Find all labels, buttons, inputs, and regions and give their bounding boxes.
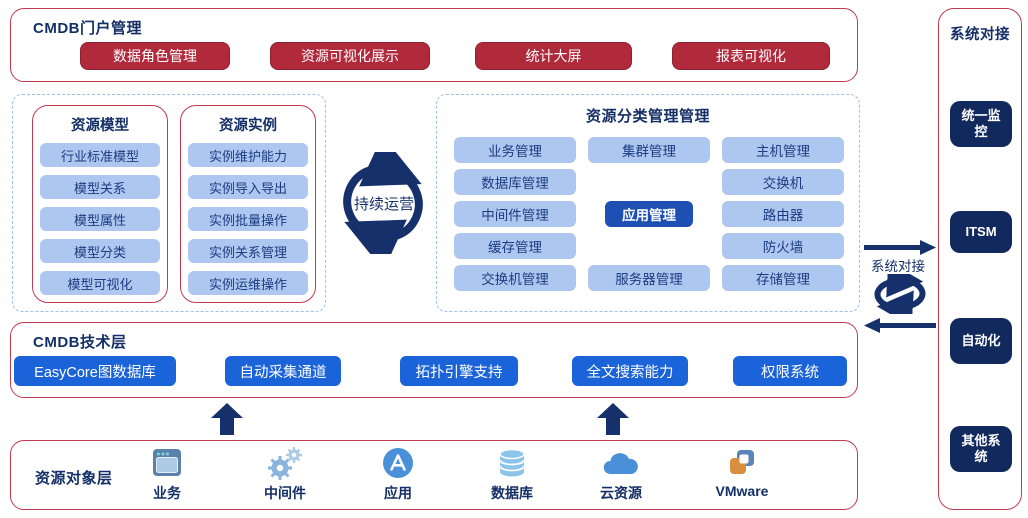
tech-button-fulltext-search: 全文搜索能力 (572, 356, 688, 386)
sidebar-item-itsm: ITSM (950, 211, 1012, 253)
classification-container: 资源分类管理管理 业务管理 数据库管理 中间件管理 缓存管理 交换机管理 集群管… (436, 94, 860, 312)
classification-item: 路由器 (722, 201, 844, 227)
resource-model-title: 资源模型 (71, 118, 129, 134)
classification-item: 业务管理 (454, 137, 576, 163)
tech-button-auto-collect: 自动采集通道 (225, 356, 341, 386)
object-item-application: 应用 (353, 446, 443, 503)
classification-item: 数据库管理 (454, 169, 576, 195)
classification-item-highlighted: 应用管理 (605, 201, 693, 227)
classification-item: 交换机 (722, 169, 844, 195)
classification-column-1: 业务管理 数据库管理 中间件管理 缓存管理 交换机管理 (454, 137, 576, 291)
cycle-arrows-icon (343, 152, 423, 254)
resource-model-item: 模型可视化 (40, 271, 160, 295)
classification-column-3: 主机管理 交换机 路由器 防火墙 存储管理 (722, 137, 844, 291)
object-item-label: 中间件 (264, 485, 306, 501)
resource-model-item: 模型属性 (40, 207, 160, 231)
cycle-label: 持续运营 (354, 196, 415, 213)
cloud-icon (603, 453, 638, 474)
resource-model-box: 资源模型 行业标准模型 模型关系 模型属性 模型分类 模型可视化 (32, 105, 168, 303)
resource-instance-box: 资源实例 实例维护能力 实例导入导出 实例批量操作 实例关系管理 实例运维操作 (180, 105, 316, 303)
arrow-right-icon (864, 240, 936, 255)
arrow-left-icon (864, 318, 936, 333)
sidebar-title: 系统对接 (950, 27, 1010, 43)
resource-model-item: 模型分类 (40, 239, 160, 263)
app-store-icon (383, 448, 413, 478)
system-integration-sidebar: 系统对接 统一监控 ITSM 自动化 其他系统 (938, 8, 1022, 510)
object-item-label: 应用 (384, 485, 412, 501)
sidebar-item-automation: 自动化 (950, 318, 1012, 364)
object-item-vmware: VMware (697, 446, 787, 499)
classification-item: 集群管理 (588, 137, 710, 163)
portal-button-stats-dashboard: 统计大屏 (475, 42, 632, 70)
portal-button-resource-visualization: 资源可视化展示 (270, 42, 430, 70)
classification-item: 中间件管理 (454, 201, 576, 227)
classification-item: 交换机管理 (454, 265, 576, 291)
object-item-label: 云资源 (600, 485, 642, 501)
object-layer-box: 资源对象层 (10, 440, 858, 510)
connector-label: 系统对接 (871, 259, 925, 274)
tech-layer-title: CMDB技术层 (33, 334, 127, 351)
tech-button-permission-system: 权限系统 (733, 356, 847, 386)
resource-instance-item: 实例运维操作 (188, 271, 308, 295)
classification-item: 主机管理 (722, 137, 844, 163)
object-item-label: VMware (715, 483, 769, 499)
object-item-database: 数据库 (467, 446, 557, 503)
tech-button-easycore-graphdb: EasyCore图数据库 (14, 356, 176, 386)
resource-instance-item: 实例关系管理 (188, 239, 308, 263)
classification-item: 防火墙 (722, 233, 844, 259)
resource-instance-item: 实例导入导出 (188, 175, 308, 199)
object-layer-title: 资源对象层 (35, 470, 113, 487)
object-item-cloud: 云资源 (576, 446, 666, 503)
continuous-operation-cycle: 持续运营 (330, 152, 436, 254)
portal-button-report-visualization: 报表可视化 (672, 42, 830, 70)
resource-instance-item: 实例批量操作 (188, 207, 308, 231)
classification-item: 存储管理 (722, 265, 844, 291)
classification-title: 资源分类管理管理 (585, 108, 710, 125)
arrow-up-icon (597, 403, 629, 435)
model-instance-container: 资源模型 行业标准模型 模型关系 模型属性 模型分类 模型可视化 资源实例 实例… (12, 94, 326, 312)
arrow-up-icon (211, 403, 243, 435)
object-item-middleware: 中间件 (240, 446, 330, 503)
classification-column-2: 集群管理 应用管理 服务器管理 (588, 137, 710, 291)
classification-item: 缓存管理 (454, 233, 576, 259)
resource-instance-title: 资源实例 (219, 118, 277, 134)
portal-button-data-role-mgmt: 数据角色管理 (80, 42, 230, 70)
vmware-icon (730, 450, 754, 474)
object-item-label: 业务 (153, 485, 181, 501)
database-icon (499, 448, 525, 477)
resource-instance-item: 实例维护能力 (188, 143, 308, 167)
sidebar-item-unified-monitoring: 统一监控 (950, 101, 1012, 147)
resource-model-item: 行业标准模型 (40, 143, 160, 167)
portal-layer-title: CMDB门户管理 (33, 20, 142, 37)
object-item-business: 业务 (122, 446, 212, 503)
resource-model-item: 模型关系 (40, 175, 160, 199)
gears-icon (268, 447, 302, 480)
classification-item: 服务器管理 (588, 265, 710, 291)
browser-window-icon (153, 449, 181, 476)
object-item-label: 数据库 (491, 485, 533, 501)
sync-cycle-icon (874, 274, 926, 314)
sidebar-item-other-systems: 其他系统 (950, 426, 1012, 472)
tech-button-topology-engine: 拓扑引擎支持 (400, 356, 518, 386)
highlight-slot: 应用管理 (588, 201, 710, 227)
